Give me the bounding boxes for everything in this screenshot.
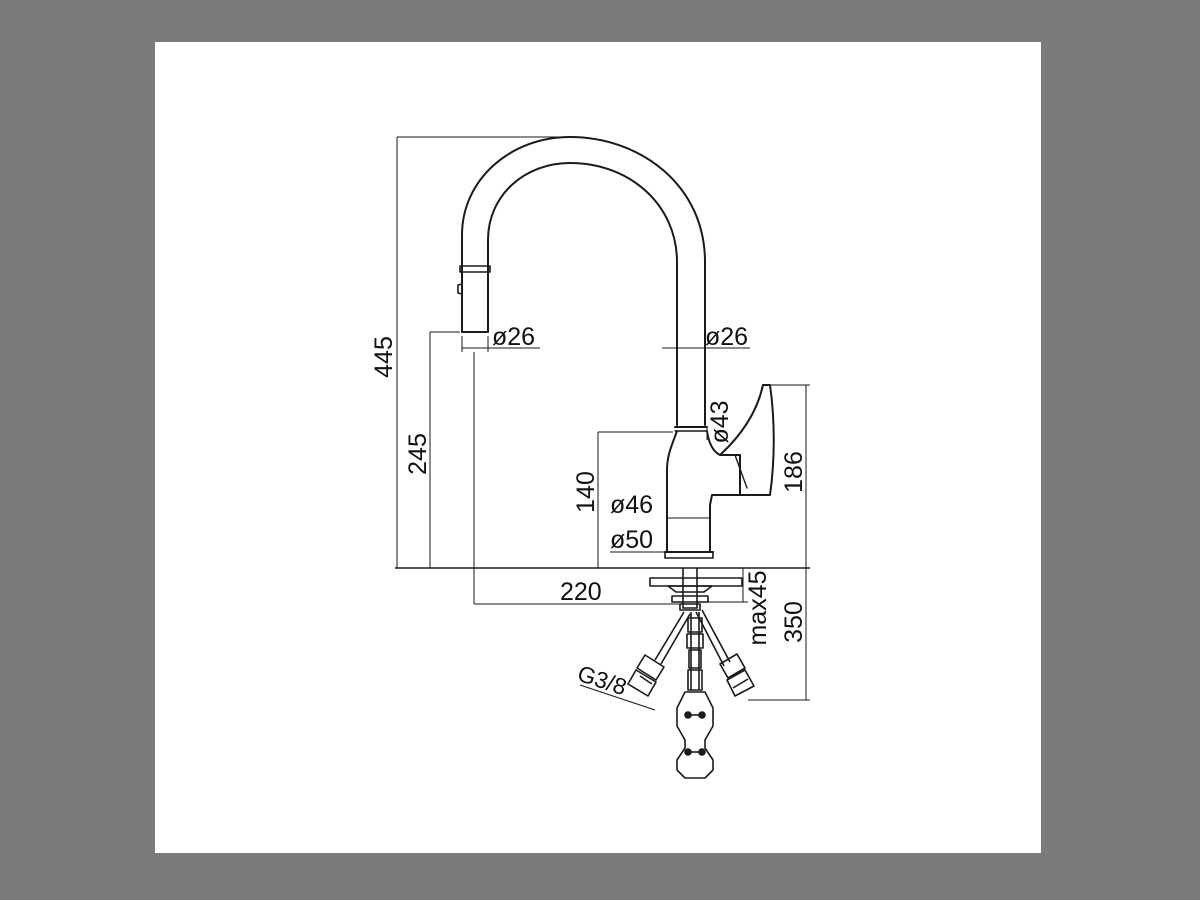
dim-lever-height: 186	[780, 451, 808, 493]
hose-counterweight	[676, 691, 714, 779]
dim-reach: 220	[560, 578, 602, 606]
dim-body-height: 140	[572, 471, 600, 513]
dim-spout-height: 245	[404, 433, 432, 475]
dim-deck-thickness: max45	[744, 570, 772, 645]
drawing-sheet: 445 245 140 186 350 max45 ø43 ø26 ø26 ø4…	[155, 42, 1041, 853]
dimension-labels: 445 245 140 186 350 max45 ø43 ø26 ø26 ø4…	[370, 323, 808, 700]
hose-left	[654, 611, 691, 665]
spray-head-ring	[459, 265, 491, 273]
pull-out-hose	[690, 612, 700, 690]
body-left-contour	[666, 430, 678, 553]
mounting-plate	[649, 577, 743, 587]
dimension-lines	[396, 136, 810, 711]
dim-body-diameter: ø46	[610, 491, 653, 519]
dim-base-diameter: ø50	[610, 526, 653, 554]
dim-column-diameter: ø26	[705, 323, 748, 351]
hose-left-connector	[636, 654, 665, 681]
dim-total-height: 445	[370, 336, 398, 378]
spray-button	[457, 283, 463, 295]
dim-neck-diameter: ø43	[706, 400, 734, 443]
dim-connection-thread: G3/8	[574, 660, 629, 700]
mounting-shank	[682, 568, 698, 609]
faucet-technical-drawing: 445 245 140 186 350 max45 ø43 ø26 ø26 ø4…	[370, 136, 810, 779]
hose-right	[695, 609, 731, 667]
spout-inner-contour	[487, 162, 678, 426]
under-deck-fittings	[395, 567, 810, 779]
fixing-nut	[671, 595, 709, 603]
dim-spout-diameter: ø26	[492, 323, 535, 351]
spout-outer-contour	[461, 136, 706, 426]
dim-hose-length: 350	[780, 601, 808, 643]
hose-right-connector	[719, 653, 746, 679]
